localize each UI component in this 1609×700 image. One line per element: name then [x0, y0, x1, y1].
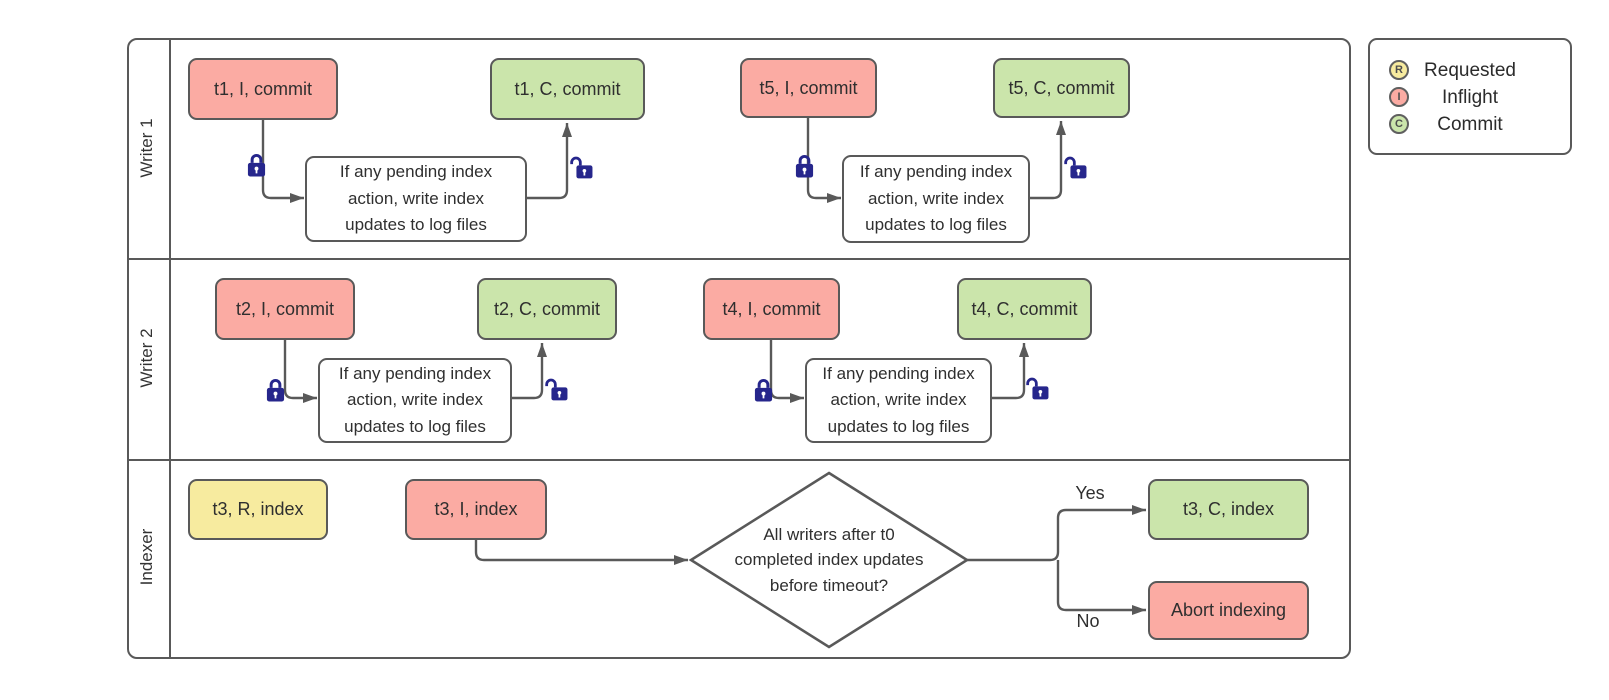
inflight-state-icon: I — [1389, 87, 1409, 107]
lane-label-writer-1: Writer 1 — [137, 118, 156, 178]
note-writer1-a: If any pending index action, write index… — [305, 156, 527, 242]
legend-label: Requested — [1424, 60, 1516, 81]
legend-row-commit: C Commit — [1370, 111, 1570, 138]
unlock-icon — [1026, 376, 1051, 407]
decision-label: All writers after t0 completed index upd… — [734, 524, 924, 595]
legend-row-inflight: I Inflight — [1370, 84, 1570, 111]
unlock-icon — [1064, 155, 1089, 186]
node-t1-inflight: t1, I, commit — [188, 58, 338, 120]
edge-label-yes: Yes — [1075, 483, 1105, 503]
unlock-icon — [570, 155, 595, 186]
legend: R Requested I Inflight C Commit — [1368, 38, 1572, 155]
lane-divider-2 — [129, 458, 1349, 461]
node-t3-commit: t3, C, index — [1148, 479, 1309, 540]
node-t5-commit: t5, C, commit — [993, 58, 1130, 118]
node-t3-inflight: t3, I, index — [405, 479, 547, 540]
lock-icon — [794, 153, 815, 185]
node-t3-requested: t3, R, index — [188, 479, 328, 540]
node-abort-indexing: Abort indexing — [1148, 581, 1309, 640]
node-t4-inflight: t4, I, commit — [703, 278, 840, 340]
lane-label-indexer: Indexer — [137, 528, 156, 586]
note-writer2-a: If any pending index action, write index… — [318, 358, 512, 443]
unlock-icon — [545, 377, 570, 408]
lane-label-writer-2: Writer 2 — [137, 328, 156, 388]
legend-label: Commit — [1437, 114, 1503, 135]
legend-label: Inflight — [1442, 87, 1498, 108]
node-t1-commit: t1, C, commit — [490, 58, 645, 120]
note-writer2-b: If any pending index action, write index… — [805, 358, 992, 443]
lock-icon — [753, 377, 774, 409]
lane-divider-1 — [129, 257, 1349, 260]
node-t2-inflight: t2, I, commit — [215, 278, 355, 340]
node-t5-inflight: t5, I, commit — [740, 58, 877, 118]
commit-state-icon: C — [1389, 114, 1409, 134]
legend-row-requested: R Requested — [1370, 57, 1570, 84]
requested-state-icon: R — [1389, 60, 1409, 80]
note-writer1-b: If any pending index action, write index… — [842, 155, 1030, 243]
node-t4-commit: t4, C, commit — [957, 278, 1092, 340]
node-t2-commit: t2, C, commit — [477, 278, 617, 340]
edge-label-no: No — [1076, 611, 1100, 631]
lock-icon — [265, 377, 286, 409]
lane-label-column-divider — [169, 40, 171, 657]
lock-icon — [246, 152, 267, 184]
